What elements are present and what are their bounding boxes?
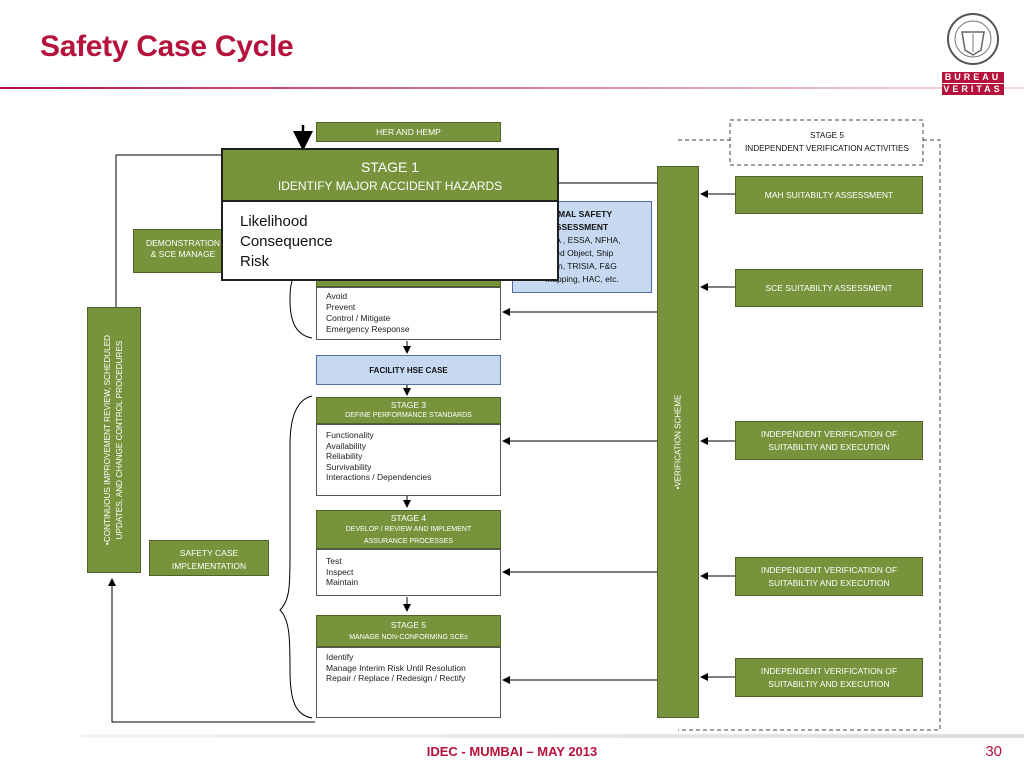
- stage3-item: Functionality: [326, 430, 374, 440]
- stage3-subtitle: DEFINE PERFORMANCE STANDARDS: [345, 412, 472, 419]
- logo-word-veritas: VERITAS: [942, 84, 1004, 95]
- stage4-item: Test: [326, 556, 342, 566]
- iv-execution-box-3: INDEPENDENT VERIFICATION OF SUITABILTIY …: [735, 658, 923, 697]
- stage2-item: Control / Mitigate: [326, 313, 391, 323]
- stage2-item: Avoid: [326, 291, 348, 301]
- stage4-subtitle-2: ASSURANCE PROCESSES: [363, 538, 454, 545]
- stage5-iv-line1: STAGE 5: [810, 131, 844, 140]
- her-hemp-box: HER AND HEMP: [316, 122, 501, 142]
- iv-line2: SUITABILTIY AND EXECUTION: [768, 578, 890, 588]
- stage2-item: Prevent: [326, 302, 356, 312]
- stage5-iv-line2: INDEPENDENT VERIFICATION ACTIVITIES: [745, 144, 909, 153]
- header-divider: [0, 87, 1024, 89]
- stage5-manage-item: Identify: [326, 652, 354, 662]
- footer-event: IDEC - MUMBAI – MAY 2013: [426, 744, 598, 759]
- stage3-title: STAGE 3: [390, 400, 427, 410]
- iv-line1: INDEPENDENT VERIFICATION OF: [760, 429, 898, 439]
- stage5-iv-title: STAGE 5 INDEPENDENT VERIFICATION ACTIVIT…: [731, 129, 923, 155]
- sce-suitability-box: SCE SUITABILTY ASSESSMENT: [735, 269, 923, 307]
- verification-scheme-bar: •VERIFICATION SCHEME: [657, 166, 699, 718]
- page-number: 30: [985, 743, 1002, 760]
- stage3-item: Survivability: [326, 461, 372, 472]
- stage5-manage-title: STAGE 5: [390, 620, 427, 630]
- stage4-item: Inspect: [326, 566, 354, 577]
- stage4-header: STAGE 4 DEVELOP / REVIEW AND IMPLEMENT A…: [316, 510, 501, 549]
- footer-divider: [80, 734, 1024, 738]
- fsa-line4: ped Object, Ship: [550, 248, 614, 258]
- stage5-manage-header: STAGE 5 MANAGE NON-CONFORMING SCEs: [316, 615, 501, 647]
- fsa-line5: sion, TRISIA, F&G: [547, 261, 617, 271]
- stage1-header: STAGE 1 IDENTIFY MAJOR ACCIDENT HAZARDS: [221, 148, 559, 202]
- stage2-items: Avoid Prevent Control / Mitigate Emergen…: [316, 287, 501, 340]
- stage3-item: Availability: [326, 440, 367, 451]
- fsa-line6: Mapping, HAC, etc.: [545, 274, 619, 284]
- iv-execution-box-2: INDEPENDENT VERIFICATION OF SUITABILTIY …: [735, 557, 923, 596]
- safety-case-impl-line2: IMPLEMENTATION: [171, 561, 247, 571]
- demonstration-box: DEMONSTRATION & SCE MANAGE: [133, 229, 233, 273]
- stage5-manage-subtitle: MANAGE NON-CONFORMING SCEs: [349, 634, 468, 641]
- stage4-items: Test Inspect Maintain: [316, 549, 501, 596]
- fsa-line1: RMAL SAFETY: [551, 209, 613, 219]
- stage3-items: Functionality Availability Reliability S…: [316, 424, 501, 496]
- stage3-header: STAGE 3 DEFINE PERFORMANCE STANDARDS: [316, 397, 501, 424]
- safety-case-impl-line1: SAFETY CASE: [179, 548, 239, 558]
- stage1-subtitle: IDENTIFY MAJOR ACCIDENT HAZARDS: [277, 179, 503, 193]
- mah-suitability-box: MAH SUITABILTY ASSESSMENT: [735, 176, 923, 214]
- stage1-title: STAGE 1: [360, 159, 420, 175]
- stage3-item: Reliability: [326, 451, 363, 461]
- stage4-title: STAGE 4: [390, 513, 427, 523]
- continuous-improvement-text: •CONTINUOUS IMPROVEMENT REVIEW, SCHEDULE…: [102, 315, 126, 565]
- verification-scheme-label: •VERIFICATION SCHEME: [673, 394, 683, 490]
- continuous-improvement-line2: UPDATES, AND CHANGE CONTROL PROCEDURES: [115, 340, 124, 540]
- stage1-item: Likelihood: [240, 213, 308, 230]
- demonstration-line2: & SCE MANAGE: [150, 249, 216, 259]
- stage3-item: Interactions / Dependencies: [326, 472, 432, 482]
- logo-word-bureau: BUREAU: [942, 72, 1004, 83]
- stage1-item: Risk: [240, 253, 270, 270]
- continuous-improvement-line1: •CONTINUOUS IMPROVEMENT REVIEW, SCHEDULE…: [103, 334, 112, 546]
- stage1-items: Likelihood Consequence Risk: [221, 202, 559, 281]
- stage5-manage-item: Manage Interim Risk Until Resolution: [326, 662, 466, 673]
- facility-hse-case-box: FACILITY HSE CASE: [316, 355, 501, 385]
- iv-line1: INDEPENDENT VERIFICATION OF: [760, 565, 898, 575]
- iv-line1: INDEPENDENT VERIFICATION OF: [760, 666, 898, 676]
- stage5-manage-item: Repair / Replace / Redesign / Rectify: [326, 673, 466, 683]
- stage5-manage-items: Identify Manage Interim Risk Until Resol…: [316, 647, 501, 718]
- fsa-line3: ERA , ESSA, NFHA,: [543, 235, 621, 245]
- safety-case-implementation-box: SAFETY CASE IMPLEMENTATION: [149, 540, 269, 576]
- continuous-improvement-box: •CONTINUOUS IMPROVEMENT REVIEW, SCHEDULE…: [87, 307, 141, 573]
- demonstration-line1: DEMONSTRATION: [146, 238, 220, 248]
- fsa-line2: SSESSMENT: [555, 222, 609, 232]
- bureau-veritas-logo: BUREAU VERITAS: [940, 10, 1006, 95]
- bureau-veritas-seal-icon: [947, 13, 999, 65]
- iv-execution-box-1: INDEPENDENT VERIFICATION OF SUITABILTIY …: [735, 421, 923, 460]
- iv-line2: SUITABILTIY AND EXECUTION: [768, 442, 890, 452]
- iv-line2: SUITABILTIY AND EXECUTION: [768, 679, 890, 689]
- page-title: Safety Case Cycle: [40, 30, 294, 63]
- stage4-item: Maintain: [326, 577, 359, 587]
- stage2-item: Emergency Response: [326, 324, 410, 334]
- stage1-item: Consequence: [240, 233, 333, 250]
- stage4-subtitle-1: DEVELOP / REVIEW AND IMPLEMENT: [345, 526, 472, 533]
